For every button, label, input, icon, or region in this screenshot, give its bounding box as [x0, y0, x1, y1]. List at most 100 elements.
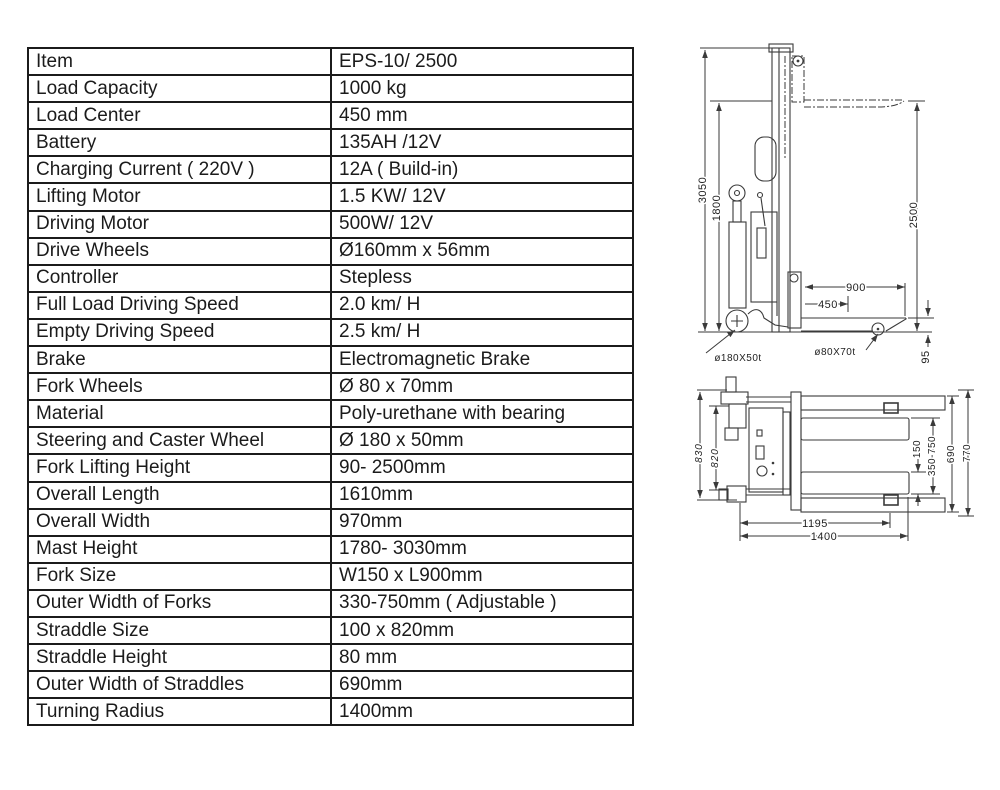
spec-label-cell: Drive Wheels [27, 236, 332, 266]
dim-fork-width: 150 [912, 440, 923, 458]
spec-value-cell: 1780- 3030mm [330, 534, 634, 564]
forks-top [800, 417, 910, 495]
dim-straddle-outer-len: 830 [694, 443, 705, 463]
spec-value-cell: 1610mm [330, 480, 634, 510]
technical-drawing: 3050 1800 2500 900 450 95 ø180X50t ø80X7… [693, 43, 975, 545]
spec-value-cell: Poly-urethane with bearing [330, 399, 634, 429]
spec-label-cell: Empty Driving Speed [27, 317, 332, 348]
dim-load-center: 450 [818, 299, 838, 311]
spec-label-cell: Charging Current ( 220V ) [27, 155, 332, 185]
spec-label-cell: Lifting Motor [27, 182, 332, 212]
mast [768, 43, 804, 333]
spec-label-cell: Material [27, 399, 332, 429]
spec-row: Charging Current ( 220V )12A ( Build-in) [27, 155, 634, 185]
dim-overall-width: 770 [962, 444, 973, 462]
steering-unit [720, 376, 791, 441]
spec-label-cell: Load Capacity [27, 74, 332, 104]
lowered-fork [787, 271, 907, 332]
spec-label-cell: Straddle Size [27, 615, 332, 646]
spec-label-cell: Fork Size [27, 561, 332, 591]
spec-value-cell: Ø 180 x 50mm [330, 426, 634, 456]
spec-label-cell: Straddle Height [27, 643, 332, 673]
spec-value-cell: Electromagnetic Brake [330, 345, 634, 375]
tiller-handle [754, 136, 777, 182]
spec-value-cell: 970mm [330, 507, 634, 537]
spec-label-cell: Brake [27, 345, 332, 375]
spec-label-cell: Driving Motor [27, 209, 332, 239]
spec-value-cell: 90- 2500mm [330, 453, 634, 483]
spec-label-cell: Outer Width of Straddles [27, 670, 332, 700]
straddle-fork-wheel [883, 494, 899, 506]
dim-mast-min: 1800 [711, 195, 723, 221]
dim-straddle-len: 820 [710, 448, 721, 468]
spec-label-cell: Fork Lifting Height [27, 453, 332, 483]
spec-value-cell: 1000 kg [330, 74, 634, 104]
dim-straddle-outer-width: 690 [946, 445, 957, 463]
spec-value-cell: 500W/ 12V [330, 209, 634, 239]
raised-fork-phantom [791, 55, 905, 108]
spec-value-cell: 1400mm [330, 697, 634, 727]
spec-value-cell: 135AH /12V [330, 128, 634, 158]
fork-wheel [871, 322, 885, 336]
steering-wheel [725, 309, 749, 333]
side-view-drawing: 3050 1800 2500 900 450 95 ø180X50t ø80X7… [696, 43, 934, 366]
spec-label-cell: Overall Length [27, 480, 332, 510]
straddle-legs [800, 395, 946, 513]
spec-label-cell: Item [27, 46, 332, 77]
spec-value-cell: 2.5 km/ H [330, 317, 634, 348]
spec-label-cell: Outer Width of Forks [27, 588, 332, 618]
label-steering-wheel-size: ø180X50t [714, 353, 761, 364]
straddle-fork-wheel [883, 402, 899, 414]
hydraulic-cylinder [728, 184, 747, 309]
dim-mast-max: 3050 [697, 177, 709, 203]
spec-value-cell: Ø160mm x 56mm [330, 236, 634, 266]
spec-value-cell: W150 x L900mm [330, 561, 634, 591]
dim-wheelbase: 1195 [802, 518, 828, 530]
spec-value-cell: 450 mm [330, 101, 634, 131]
dim-lift-height: 2500 [908, 202, 920, 228]
spec-label-cell: Battery [27, 128, 332, 158]
label-fork-wheel-size: ø80X70t [814, 347, 855, 358]
dim-fork-length: 900 [846, 282, 866, 294]
spec-value-cell: 1.5 KW/ 12V [330, 182, 634, 212]
dim-lowered-height: 95 [920, 350, 932, 363]
spec-value-cell: 2.0 km/ H [330, 290, 634, 320]
mast-top [782, 391, 802, 511]
spec-value-cell: 330-750mm ( Adjustable ) [330, 588, 634, 618]
spec-value-cell: 80 mm [330, 643, 634, 673]
body-box [750, 191, 778, 303]
chassis [747, 302, 789, 328]
top-view-drawing: 830 820 150 350-750 690 770 1195 1400 [693, 376, 975, 545]
dim-turning-radius: 1400 [811, 531, 837, 543]
spec-value-cell: EPS-10/ 2500 [330, 46, 634, 77]
spec-label-cell: Turning Radius [27, 697, 332, 727]
body-top [748, 407, 784, 493]
spec-value-cell: 12A ( Build-in) [330, 155, 634, 185]
